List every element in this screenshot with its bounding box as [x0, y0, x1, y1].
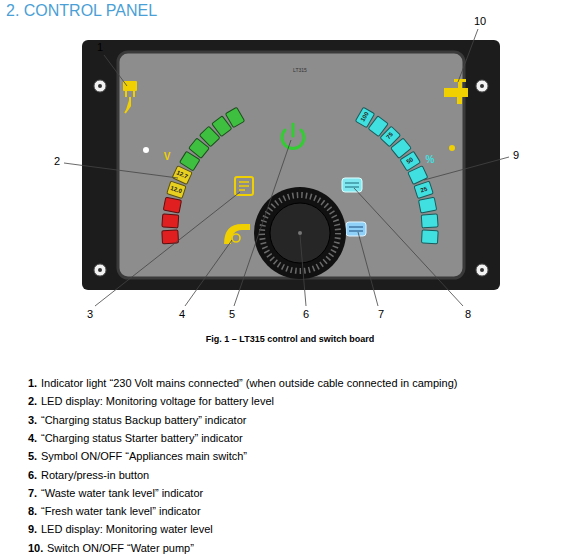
fresh-water-icon: [342, 178, 362, 192]
led-value: 75: [385, 132, 395, 142]
callout-number: 10: [474, 15, 486, 28]
pump-indicator-dot: [449, 145, 455, 151]
callout-number: 2: [54, 155, 60, 168]
callout-number: 4: [179, 308, 185, 321]
backup-battery-icon: [235, 177, 253, 195]
panel-frame: [82, 40, 500, 290]
rotary-knob: [254, 187, 346, 279]
waste-water-icon: [349, 227, 363, 231]
callout-number: 5: [229, 308, 235, 321]
section-title: 2. CONTROL PANEL: [6, 2, 157, 20]
led-value: 25: [419, 186, 427, 195]
knob-center: [298, 231, 302, 235]
power-symbol: [292, 124, 295, 136]
mains-plug-icon: [124, 82, 136, 113]
list-item-text: Switch ON/OFF “Water pump”: [47, 542, 574, 555]
leader-line: [185, 240, 232, 306]
leader-line: [64, 163, 178, 178]
water-led: [421, 214, 438, 228]
led-value: 12.0: [170, 185, 183, 195]
callout-number: 6: [303, 308, 309, 321]
figure-caption: Fig. 1 – LT315 control and switch board: [0, 334, 580, 344]
unit-symbol: %: [426, 154, 435, 166]
screw-head: [98, 268, 102, 272]
led-value: 100: [360, 111, 371, 123]
fresh-water-icon: [345, 183, 359, 187]
list-number: 2.: [28, 395, 37, 408]
leader-line: [424, 157, 509, 180]
mains-indicator-dot: [143, 147, 149, 153]
list-number: 4.: [28, 432, 37, 445]
water-tap-icon: [444, 79, 468, 104]
voltage-led: [162, 230, 179, 244]
callout-number: 3: [87, 308, 93, 321]
led-value: 12.7: [175, 169, 189, 180]
voltage-led: [162, 214, 179, 228]
list-number: 3.: [28, 414, 37, 427]
voltage-led: [172, 166, 192, 185]
list-number: 7.: [28, 487, 37, 500]
leader-line: [358, 232, 378, 306]
screw: [476, 264, 488, 276]
callout-number: 1: [97, 41, 103, 54]
starter-battery-icon: [224, 224, 250, 244]
backup-battery-icon: [239, 182, 249, 190]
list-item-text: Symbol ON/OFF “Appliances main switch”: [41, 450, 574, 463]
unit-symbol: V: [164, 151, 171, 163]
callout-number: 8: [465, 308, 471, 321]
water-led: [419, 197, 437, 213]
leader-line: [354, 188, 463, 306]
list-item-text: “Fresh water tank level” indicator: [41, 505, 574, 518]
list-number: 1.: [28, 377, 37, 390]
list-item-text: Rotary/press-in button: [41, 469, 574, 482]
knob-grip: [262, 195, 338, 271]
water-led: [421, 230, 438, 244]
waste-water-icon: [346, 222, 366, 236]
panel-face: [118, 52, 464, 278]
leader-line: [95, 192, 240, 306]
screw: [94, 80, 106, 92]
screw-head: [480, 84, 484, 88]
voltage-led: [167, 181, 186, 198]
callout-number: 7: [378, 308, 384, 321]
leader-line: [234, 140, 291, 306]
model-marking: LT315: [293, 68, 307, 74]
leader-line: [104, 55, 127, 86]
water-led: [414, 181, 433, 198]
list-number: 8.: [28, 505, 37, 518]
list-item-text: LED display: Monitoring water level: [41, 523, 574, 536]
screw-head: [480, 268, 484, 272]
list-number: 9.: [28, 523, 37, 536]
knob-cap: [270, 203, 330, 263]
list-item-text: “Charging status Starter battery” indica…: [41, 432, 574, 445]
list-item-text: LED display: Monitoring voltage for batt…: [41, 395, 574, 408]
callout-number: 9: [513, 149, 519, 162]
list-item-text: “Waste water tank level” indicator: [41, 487, 574, 500]
leader-line: [300, 235, 306, 306]
voltage-led: [163, 197, 181, 213]
list-item-text: Indicator light “230 Volt mains connecte…: [41, 377, 574, 390]
list-number: 10.: [28, 542, 43, 555]
water-led: [408, 166, 428, 185]
led-value: 50: [406, 156, 415, 165]
list-number: 5.: [28, 450, 37, 463]
list-number: 6.: [28, 469, 37, 482]
list-item-text: “Charging status Backup battery” indicat…: [41, 414, 574, 427]
starter-battery-icon: [232, 234, 240, 242]
screw-head: [98, 84, 102, 88]
screw: [94, 264, 106, 276]
screw: [476, 80, 488, 92]
leader-line: [458, 29, 478, 82]
